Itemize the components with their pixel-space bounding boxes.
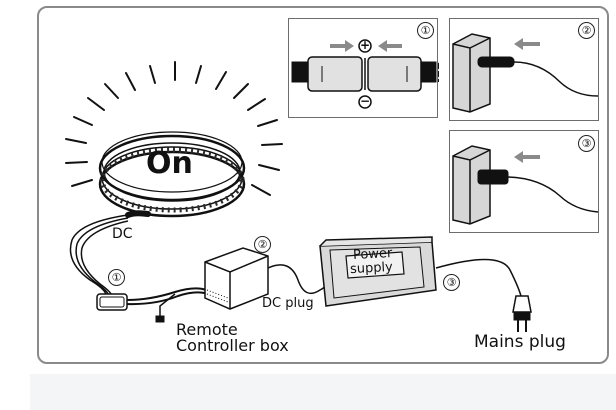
step-number-1-inset: ① (417, 22, 434, 39)
strip-connector (96, 293, 128, 311)
on-label: On (146, 146, 193, 181)
step-number-2-inset: ② (578, 22, 595, 39)
mains-plug-label: Mains plug (474, 332, 566, 352)
strip-tail (69, 210, 151, 299)
controller-cable (126, 287, 209, 323)
remote-label-line1: Remote (176, 320, 238, 339)
bottom-strip (30, 374, 616, 410)
led-strip-coil (98, 131, 246, 218)
power-supply-drawing (319, 236, 437, 307)
glow-rays (65, 61, 283, 196)
step-number-1-connector: ① (108, 269, 125, 286)
step-number-2-dc: ② (254, 236, 271, 253)
mains-plug-drawing (512, 295, 532, 332)
controller-box-drawing (204, 247, 269, 310)
mains-cable (435, 258, 523, 301)
minus-sign: − (360, 94, 371, 108)
dc-label: DC (112, 226, 133, 242)
plus-sign: + (360, 38, 371, 52)
dc-plug-label: DC plug (262, 296, 314, 311)
step-number-3-mains: ③ (443, 274, 460, 291)
step-number-3-inset: ③ (578, 135, 595, 152)
remote-label-line2: Controller box (176, 336, 289, 355)
power-supply-label-line2: supply (349, 259, 394, 278)
